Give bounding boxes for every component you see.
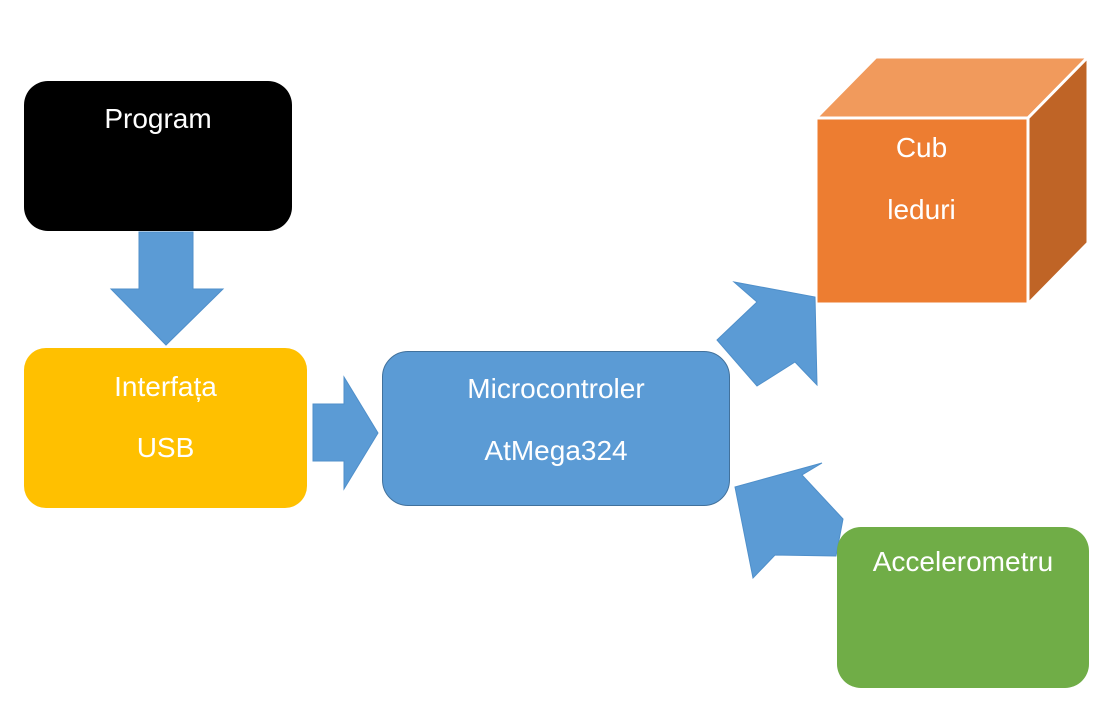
program-label: Program	[104, 103, 212, 134]
micro-label-line2: AtMega324	[484, 435, 628, 466]
micro-label-line1: Microcontroler	[467, 373, 645, 404]
cube-front-face	[814, 116, 1030, 306]
led-cube-block: Cub leduri	[816, 118, 1027, 304]
microcontroller-block: Microcontroler AtMega324	[382, 351, 730, 506]
arrow-usb-to-micro	[312, 375, 379, 491]
cube-label-line2: leduri	[887, 194, 956, 225]
usb-label-line1: Interfața	[114, 371, 217, 402]
arrow-micro-to-cube	[716, 281, 818, 387]
cube-label-line1: Cub	[895, 132, 948, 163]
program-block: Program	[24, 81, 292, 231]
accel-label: Accelerometru	[872, 546, 1054, 577]
usb-label-line2: USB	[136, 432, 195, 463]
accelerometer-block: Accelerometru	[837, 527, 1089, 688]
arrow-accel-to-micro	[734, 462, 844, 580]
arrow-program-to-usb	[109, 231, 225, 346]
usb-interface-block: Interfața USB	[24, 348, 307, 508]
